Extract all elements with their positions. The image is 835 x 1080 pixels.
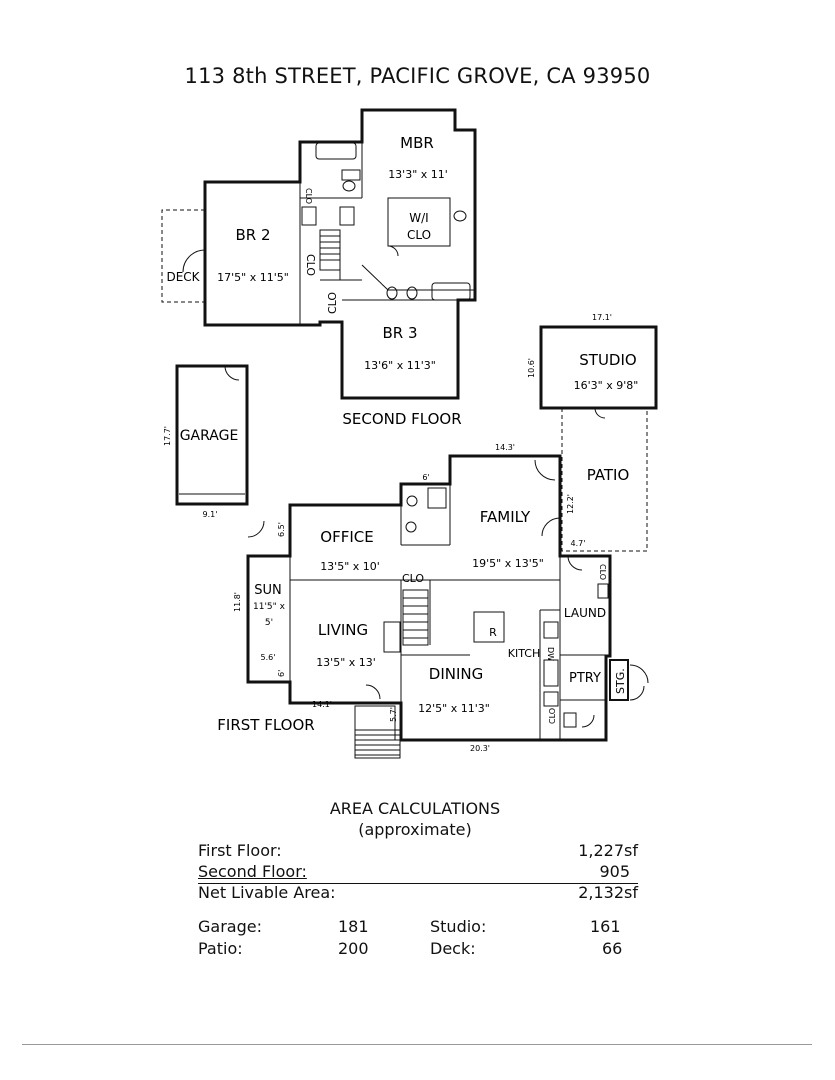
dim-bottom-left: 14.1' [312,700,332,709]
second-floor-outline [203,108,477,400]
dim-top-small: 6' [422,473,429,482]
dim-bottom-right: 20.3' [470,744,490,753]
area-value-studio: 161 [590,917,621,936]
room-label-br2: BR 2 [235,226,270,244]
studio-width-dim: 17.1' [592,313,612,322]
clo-label-lower: CLO [326,292,339,314]
room-label-living: LIVING [318,621,368,639]
second-floor-label: SECOND FLOOR [342,410,461,428]
clo-label-mid: CLO [304,254,317,276]
clo-label-upper: CLO [304,188,313,204]
first-floor-label: FIRST FLOOR [217,716,314,734]
room-dims-living: 13'5" x 13' [316,656,376,669]
room-label-wi-clo-2: CLO [407,228,431,242]
room-dims-br3: 13'6" x 11'3" [364,359,436,372]
floor-plan: MBR 13'3" x 11' W/I CLO BR 2 17'5" x 11'… [161,108,658,759]
area-title: AREA CALCULATIONS [329,799,501,818]
area-calculations: AREA CALCULATIONS (approximate) First Fl… [196,798,646,961]
room-label-deck: DECK [166,270,200,284]
room-label-wi-clo-1: W/I [409,211,428,225]
dim-entry: 5.7' [389,707,398,722]
clo-label-main: CLO [402,572,424,585]
dim-top-family: 14.3' [495,443,515,452]
area-label-garage: Garage: [198,917,262,936]
dishwasher-label: DW [546,647,555,661]
area-value-net: 2,132sf [578,883,638,902]
room-dims-studio: 16'3" x 9'8" [574,379,639,392]
room-label-garage: GARAGE [180,428,239,444]
garage-height-dim: 17.7' [163,426,172,446]
room-label-kitch: KITCH [508,647,540,660]
room-label-mbr: MBR [400,134,434,152]
garage-width-dim: 9.1' [203,510,218,519]
room-label-stg: STG. [614,668,627,694]
fridge-label: R [489,626,497,639]
area-value-deck: 66 [602,939,623,958]
area-row-first-floor: First Floor: 1,227sf [196,840,646,861]
patio-outline [561,408,648,552]
room-label-family: FAMILY [480,508,531,526]
clo-label-laund: CLO [598,564,607,580]
room-dims-mbr: 13'3" x 11' [388,168,448,181]
area-value-second-floor: 905 [599,862,630,881]
room-label-br3: BR 3 [382,324,417,342]
area-value-first-floor: 1,227sf [578,841,638,860]
first-floor-outline [246,454,612,742]
area-label-deck: Deck: [430,939,476,958]
room-label-dining: DINING [429,665,483,683]
deck-outline [161,209,205,303]
room-label-ptry: PTRY [569,671,601,686]
dim-sun-bottom: 5.6' [261,653,276,662]
area-label-studio: Studio: [430,917,487,936]
room-label-laund: LAUND [564,606,606,620]
room-label-patio: PATIO [587,466,630,484]
dim-sun-left: 11.8' [233,592,242,612]
footer-divider [22,1044,812,1045]
room-label-office: OFFICE [320,528,373,546]
area-value-garage: 181 [338,917,369,936]
room-dims-family: 19'5" x 13'5" [472,557,544,570]
room-label-sun: SUN [254,583,282,598]
area-row-net: Net Livable Area: 2,132sf [196,882,646,903]
area-label-patio: Patio: [198,939,243,958]
clo-label-ptry: CLO [548,708,557,724]
studio-height-dim: 10.6' [527,358,536,378]
room-dims-dining: 12'5" x 11'3" [418,702,490,715]
area-label-first-floor: First Floor: [198,841,282,860]
garage-outline [175,364,249,506]
page-title: 113 8th STREET, PACIFIC GROVE, CA 93950 [184,64,651,88]
room-dims-sun-1: 11'5" x [253,602,286,612]
storage-outline [609,659,629,701]
patio-height-dim: 12.2' [566,494,575,514]
area-label-net: Net Livable Area: [198,883,336,902]
area-total-rule [198,883,638,884]
area-subtitle: (approximate) [358,820,472,839]
room-dims-office: 13'5" x 10' [320,560,380,573]
patio-width-dim: 4.7' [571,539,586,548]
area-label-second-floor: Second Floor: [198,862,307,881]
room-dims-br2: 17'5" x 11'5" [217,271,289,284]
room-dims-sun-2: 5' [265,618,273,628]
area-extras: Garage: 181 Studio: 161 Patio: 200 Deck:… [196,917,646,961]
area-value-patio: 200 [338,939,369,958]
room-label-studio: STUDIO [579,351,636,369]
dim-living-left: 6' [277,670,286,677]
studio-outline [539,325,658,410]
area-row-second-floor: Second Floor: 905 [196,861,646,882]
dim-office-left: 6.5' [277,522,286,537]
